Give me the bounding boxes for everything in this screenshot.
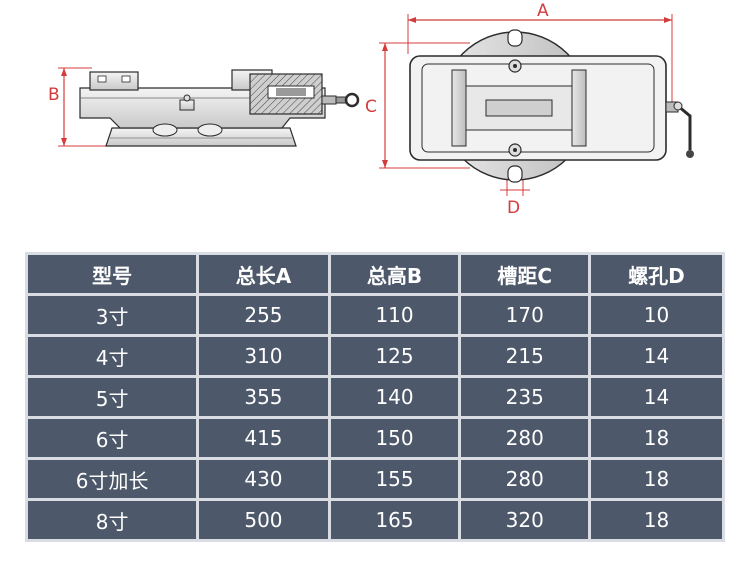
cell-model: 5寸 [28,378,197,416]
spec-table: 型号 总长A 总高B 槽距C 螺孔D 3寸 255 110 170 10 4寸 … [25,252,725,542]
header-total-length: 总长A [199,255,328,293]
dimension-label-c: C [365,97,377,117]
dimension-label-a: A [537,1,549,21]
cell-total-height: 110 [330,296,459,334]
cell-bolt-hole: 14 [590,378,722,416]
table-row: 5寸 355 140 235 14 [28,378,722,416]
cell-slot-distance: 280 [461,419,588,457]
header-slot-distance: 槽距C [461,255,588,293]
table-row: 4寸 310 125 215 14 [28,337,722,375]
table-row: 8寸 500 165 320 18 [28,501,722,539]
vise-technical-drawing [58,14,694,196]
header-model: 型号 [28,255,197,293]
cell-slot-distance: 235 [461,378,588,416]
cell-model: 3寸 [28,296,197,334]
cell-slot-distance: 215 [461,337,588,375]
table-header-row: 型号 总长A 总高B 槽距C 螺孔D [28,255,722,293]
cell-total-height: 125 [330,337,459,375]
cell-model: 4寸 [28,337,197,375]
cell-model: 6寸加长 [28,460,197,498]
cell-model: 8寸 [28,501,197,539]
cell-total-length: 415 [199,419,328,457]
cell-total-height: 150 [330,419,459,457]
vise-side-view [58,67,360,147]
cell-slot-distance: 170 [461,296,588,334]
cell-total-length: 255 [199,296,328,334]
cell-total-height: 165 [330,501,459,539]
table-row: 6寸加长 430 155 280 18 [28,460,722,498]
cell-bolt-hole: 14 [590,337,722,375]
cell-total-length: 500 [199,501,328,539]
cell-bolt-hole: 10 [590,296,722,334]
cell-total-length: 430 [199,460,328,498]
cell-bolt-hole: 18 [590,501,722,539]
dimension-label-d: D [507,198,521,218]
cell-slot-distance: 280 [461,460,588,498]
cell-total-height: 155 [330,460,459,498]
cell-total-length: 310 [199,337,328,375]
cell-total-length: 355 [199,378,328,416]
cell-total-height: 140 [330,378,459,416]
cell-slot-distance: 320 [461,501,588,539]
cell-bolt-hole: 18 [590,460,722,498]
header-total-height: 总高B [330,255,459,293]
cell-model: 6寸 [28,419,197,457]
dimension-label-b: B [48,85,60,105]
header-bolt-hole: 螺孔D [590,255,722,293]
table-row: 6寸 415 150 280 18 [28,419,722,457]
vise-top-view [379,14,694,196]
table-row: 3寸 255 110 170 10 [28,296,722,334]
cell-bolt-hole: 18 [590,419,722,457]
